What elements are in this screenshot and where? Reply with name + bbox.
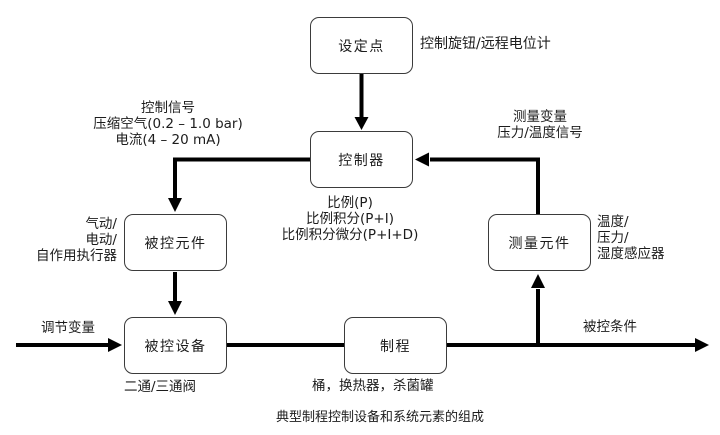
label-sensor-types-line1: 温度/ (597, 214, 629, 230)
node-final-control-element: 被控元件 (124, 214, 227, 271)
label-actuator-types-line3: 自作用执行器 (36, 248, 117, 264)
label-control-signal-line1: 控制信号 (141, 100, 195, 116)
label-measured-variable: 测量变量 压力/温度信号 (455, 109, 625, 141)
node-process: 制程 (344, 317, 447, 374)
arrowhead-junction-to-measuring-element (531, 274, 545, 288)
label-manipulated-variable: 调节变量 (41, 320, 95, 336)
arrowhead-setpoint-to-controller (354, 117, 369, 130)
arrowhead-measuring-element-to-controller (415, 152, 429, 167)
node-controlled-equipment: 被控设备 (124, 317, 227, 374)
label-controller-modes: 比例(P) 比例积分(P+I) 比例积分微分(P+I+D) (245, 195, 455, 243)
node-setpoint: 设定点 (310, 17, 413, 74)
label-actuator-types-line1: 气动/ (85, 216, 117, 232)
label-sensor-types-line3: 湿度感应器 (597, 246, 665, 262)
label-controller-modes-line2: 比例积分(P+I) (306, 211, 394, 227)
label-measured-variable-line2: 压力/温度信号 (497, 125, 583, 141)
label-control-signal: 控制信号 压缩空气(0.2 – 1.0 bar) 电流(4 – 20 mA) (73, 100, 263, 148)
node-controller: 控制器 (310, 131, 413, 188)
label-process-examples: 桶，换热器，杀菌罐 (312, 378, 434, 394)
node-measuring-element: 测量元件 (488, 214, 591, 271)
arrowhead-controller-to-final-control-element (168, 198, 182, 212)
label-control-signal-line2: 压缩空气(0.2 – 1.0 bar) (93, 116, 243, 132)
diagram-caption: 典型制程控制设备和系统元素的组成 (276, 410, 485, 425)
label-actuator-types: 气动/ 电动/ 自作用执行器 (20, 216, 117, 264)
line-measuring-element-to-controller (430, 157, 540, 214)
label-controlled-condition: 被控条件 (583, 319, 637, 335)
label-control-signal-line3: 电流(4 – 20 mA) (115, 132, 221, 148)
label-sensor-types-line2: 压力/ (597, 230, 629, 246)
label-controller-modes-line3: 比例积分微分(P+I+D) (281, 227, 419, 243)
label-measured-variable-line1: 测量变量 (513, 109, 567, 125)
label-controller-modes-line1: 比例(P) (327, 195, 373, 211)
label-actuator-types-line2: 电动/ (85, 232, 117, 248)
arrowhead-input-to-controlled-equipment (108, 338, 122, 352)
label-sensor-types: 温度/ 压力/ 湿度感应器 (597, 214, 665, 262)
label-valve-note: 二通/三通阀 (124, 379, 197, 395)
arrowhead-final-control-element-to-controlled-equipment (168, 301, 182, 315)
line-controller-to-final-control-element (173, 157, 310, 199)
arrowhead-output (695, 338, 709, 352)
label-setpoint-note: 控制旋钮/远程电位计 (420, 36, 551, 52)
